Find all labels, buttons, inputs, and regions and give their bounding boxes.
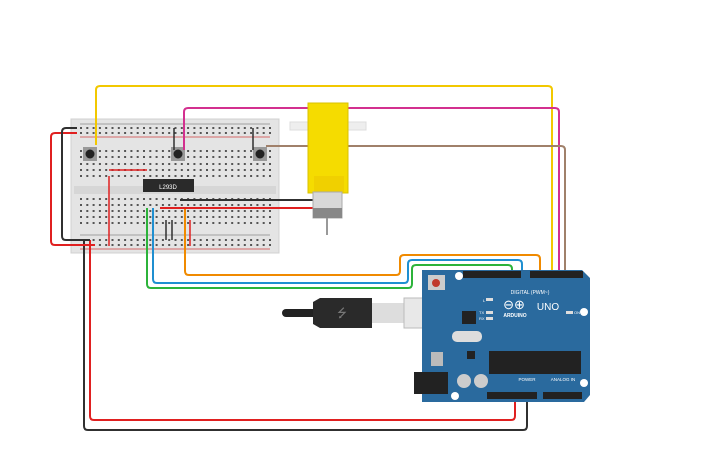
power-header[interactable] xyxy=(487,392,537,399)
power-label: POWER xyxy=(518,377,536,382)
rx-label: RX xyxy=(479,316,485,321)
breadboard-holes xyxy=(80,127,271,246)
wire-green[interactable] xyxy=(146,208,513,289)
wire-magenta[interactable] xyxy=(183,107,560,277)
digital-label: DIGITAL (PWM~) xyxy=(511,290,550,296)
wire-black-rail[interactable] xyxy=(61,127,90,241)
wire-orange[interactable] xyxy=(184,208,541,277)
analog-label: ANALOG IN xyxy=(551,377,576,382)
analog-header[interactable] xyxy=(543,392,582,399)
digital-header-2[interactable] xyxy=(530,271,583,278)
tx-label: TX xyxy=(479,310,484,315)
arduino-uno[interactable]: DIGITAL (PWM~) ⊖⊕ ARDUINO UNO L TX RX ON… xyxy=(414,270,590,402)
dc-motor[interactable] xyxy=(289,102,367,235)
digital-header-1[interactable] xyxy=(463,271,521,278)
wire-red-rail[interactable] xyxy=(50,132,95,246)
wire-red-5v[interactable] xyxy=(89,240,516,421)
l293d-chip[interactable]: L293D xyxy=(143,179,194,192)
usb-icon: ⭍ xyxy=(337,306,347,320)
on-label: ON xyxy=(574,310,580,315)
breadboard-jumpers xyxy=(108,128,254,246)
pushbutton-2[interactable] xyxy=(171,147,185,161)
pushbutton-1[interactable] xyxy=(83,147,97,161)
model-label: UNO xyxy=(537,302,559,313)
wire-black-gnd[interactable] xyxy=(83,240,528,431)
wire-yellow[interactable] xyxy=(95,85,553,277)
l-label: L xyxy=(483,298,486,303)
arduino-brand: ARDUINO xyxy=(503,313,526,319)
wire-brown[interactable] xyxy=(266,145,566,277)
power-jack[interactable] xyxy=(414,372,448,394)
chip-label: L293D xyxy=(159,185,177,191)
pushbutton-3[interactable] xyxy=(253,147,267,161)
atmega-chip xyxy=(489,351,581,374)
wire-blue[interactable] xyxy=(152,208,523,284)
arduino-logo-icon: ⊖⊕ xyxy=(503,297,525,312)
